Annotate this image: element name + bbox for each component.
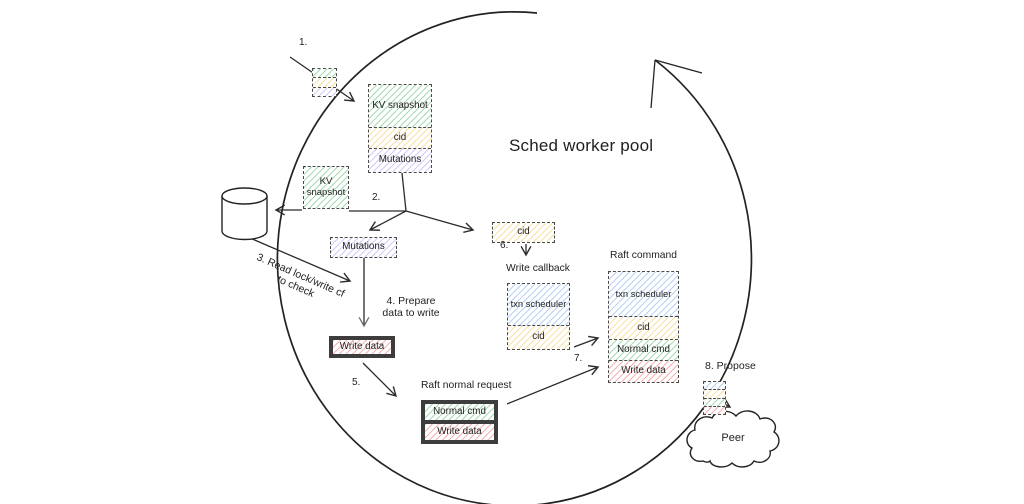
- propose-mini-stack: [703, 381, 726, 415]
- seg-mutations: Mutations: [369, 149, 431, 172]
- mini-seg-cid: [313, 78, 336, 88]
- step4-label: 4. Prepare data to write: [382, 295, 440, 319]
- mutations-label: Mutations: [331, 238, 396, 257]
- arrow-to-mutations: [368, 210, 407, 231]
- page-title: Sched worker pool: [509, 136, 654, 155]
- mini-seg-kv-snapshot: [313, 69, 336, 79]
- mini-seg-mutations: [313, 87, 336, 96]
- mini-seg-write-data: [704, 406, 725, 414]
- write-callback-title: Write callback: [506, 263, 570, 274]
- mini-seg-cid: [704, 390, 725, 399]
- mini-seg-txn-scheduler: [704, 382, 725, 391]
- mini-seg-normal-cmd: [704, 398, 725, 407]
- peer-label: Peer: [721, 432, 745, 444]
- database-icon: [221, 187, 268, 241]
- write-data-label: Write data: [330, 337, 394, 357]
- seg-kv-snapshot: KV snapshot: [369, 85, 431, 128]
- seg-normal-cmd: Normal cmd: [422, 401, 497, 421]
- step6-label: 6.: [500, 240, 509, 251]
- seg-normal-cmd: Normal cmd: [609, 340, 678, 361]
- step5-label: 5.: [352, 377, 361, 388]
- arrow-step3: [235, 231, 352, 283]
- step2-label: 2.: [372, 192, 381, 203]
- step8-label: 8. Propose: [705, 360, 756, 372]
- seg-cid: cid: [609, 317, 678, 340]
- snapshot-mini-stack: [312, 68, 337, 97]
- raft-command-box: txn scheduler cid Normal cmd Write data: [608, 271, 679, 383]
- cid-label: cid: [493, 223, 554, 242]
- seg-txn-scheduler: txn scheduler: [609, 272, 678, 317]
- raft-normal-request-box: Normal cmd Write data: [421, 400, 498, 444]
- snapshot-stack-box: KV snapshot cid Mutations: [368, 84, 432, 173]
- step1-label: 1.: [299, 37, 308, 48]
- peer-cloud-icon: [686, 410, 780, 468]
- seg-cid: cid: [508, 326, 569, 349]
- raft-command-title: Raft command: [610, 250, 677, 261]
- seg-write-data: Write data: [609, 361, 678, 382]
- write-callback-box: txn scheduler cid: [507, 283, 570, 350]
- arrow-step7: [506, 365, 600, 405]
- seg-write-data: Write data: [422, 421, 497, 443]
- arrow-to-cid: [405, 210, 475, 234]
- seg-cid: cid: [369, 128, 431, 149]
- line-stack-to-junction: [401, 172, 407, 212]
- seg-txn-scheduler: txn scheduler: [508, 284, 569, 326]
- raft-normal-request-title: Raft normal request: [421, 380, 512, 391]
- worker-pool-loop-arrowhead: [650, 59, 703, 109]
- arrow-step5: [362, 362, 398, 398]
- kv-snapshot-box: KV snapshot: [303, 166, 349, 209]
- mutations-box: Mutations: [330, 237, 397, 258]
- kv-snapshot-label: KV snapshot: [304, 167, 348, 208]
- arrow-callback-to-raftcmd: [573, 335, 600, 348]
- write-data-box: Write data: [329, 336, 395, 358]
- step7-label: 7.: [574, 353, 583, 364]
- cid-box: cid: [492, 222, 555, 243]
